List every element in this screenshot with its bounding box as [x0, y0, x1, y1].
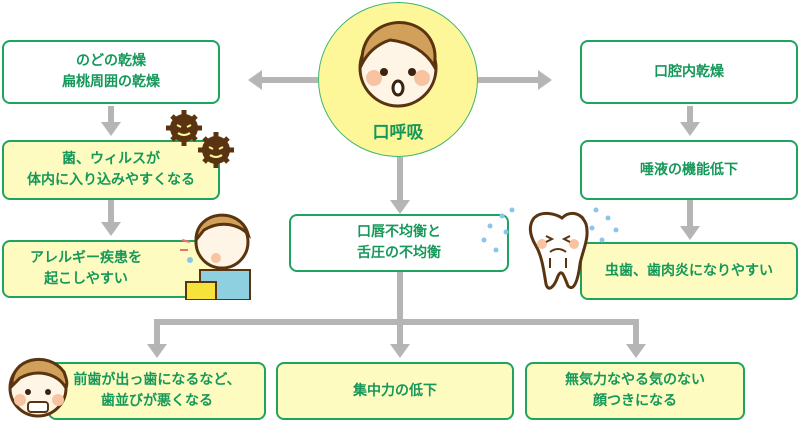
node-text: 集中力の低下	[353, 382, 437, 399]
arrowhead-right-2	[680, 226, 700, 240]
node-text: 口腔内乾燥	[654, 63, 724, 80]
node-text: 虫歯、歯肉炎になりやすい	[605, 262, 773, 279]
arrowhead-left-2	[101, 222, 121, 236]
crying-tooth-icon	[481, 207, 619, 290]
arrowhead-right	[538, 70, 552, 90]
arrowhead-center-down	[390, 200, 410, 214]
branch-line	[154, 319, 639, 348]
node-lip-tongue-imbalance: 口唇不均衡と 舌圧の不均衡	[289, 214, 509, 272]
arrowhead-right-1	[680, 122, 700, 136]
node-text: のどの乾燥 扁桃周囲の乾燥	[62, 53, 160, 90]
buck-teeth-boy-icon	[8, 357, 69, 418]
arrowhead-left	[248, 70, 262, 90]
node-saliva-function-decline: 唾液の機能低下	[580, 140, 798, 200]
node-text: 口唇不均衡と 舌圧の不均衡	[357, 224, 441, 261]
boy-open-mouth-face-icon	[358, 21, 438, 108]
node-listless-face: 無気力なやる気のない 顔つきになる	[525, 362, 745, 420]
node-cavities-gingivitis: 虫歯、歯肉炎になりやすい	[580, 242, 798, 300]
center-node-label: 口呼吸	[372, 123, 424, 143]
arrowhead-left-1	[101, 122, 121, 136]
node-throat-dryness: のどの乾燥 扁桃周囲の乾燥	[2, 40, 220, 104]
node-allergy-prone: アレルギー疾患を 起こしやすい	[2, 240, 220, 298]
node-text: 前歯が出っ歯になるなど、 歯並びが悪くなる	[73, 372, 241, 409]
node-text: 菌、ウィルスが 体内に入り込みやすくなる	[27, 151, 195, 188]
node-germs-enter-body: 菌、ウィルスが 体内に入り込みやすくなる	[2, 140, 220, 200]
node-text: 唾液の機能低下	[640, 161, 738, 178]
arrowhead-bottom-right	[626, 344, 646, 358]
node-teeth-misalignment: 前歯が出っ歯になるなど、 歯並びが悪くなる	[48, 362, 266, 420]
node-oral-dryness: 口腔内乾燥	[580, 40, 798, 104]
arrowhead-bottom-center	[390, 344, 410, 358]
node-concentration-decline: 集中力の低下	[276, 362, 514, 420]
node-text: 無気力なやる気のない 顔つきになる	[565, 372, 705, 409]
sneezing-boy-icon	[180, 213, 252, 300]
germ-icon	[166, 110, 234, 168]
arrowhead-bottom-left	[147, 344, 167, 358]
node-text: アレルギー疾患を 起こしやすい	[30, 250, 142, 287]
